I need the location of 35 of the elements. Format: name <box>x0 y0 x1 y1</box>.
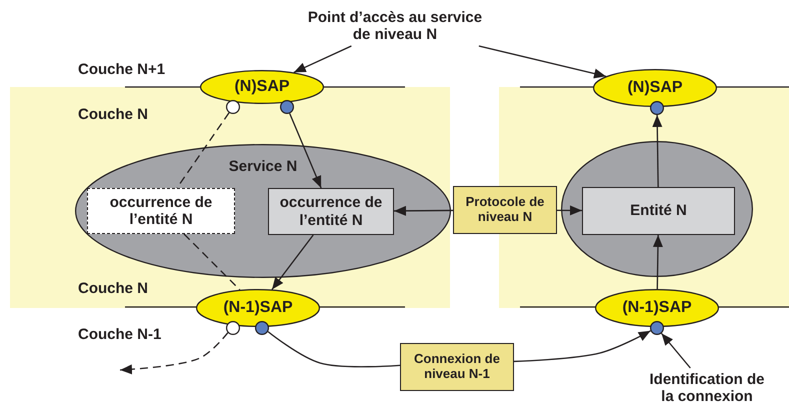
arrow <box>652 234 663 289</box>
arrow <box>660 332 691 368</box>
entity-box <box>582 187 735 235</box>
node-label: occurrence de l’entité N <box>108 194 214 228</box>
entity-box <box>268 188 394 235</box>
node-label: (N-1)SAP <box>223 298 293 318</box>
node-label: Service N <box>228 158 298 176</box>
node-label: Connexion de niveau N-1 <box>413 352 501 382</box>
node-label: Identification de la connexion <box>648 370 766 406</box>
node-label: occurrence de l’entité N <box>278 194 384 229</box>
arrow <box>120 332 228 374</box>
protocol-box <box>453 186 557 234</box>
node-label: Point d’accès au service de niveau N <box>306 8 484 44</box>
layer-label: Couche N <box>78 106 148 123</box>
node-label: (N-1)SAP <box>622 298 692 318</box>
arrow <box>289 113 322 188</box>
dashed-entity-box <box>87 188 235 234</box>
arrow <box>514 330 651 362</box>
node-label: Entité N <box>630 202 687 220</box>
layer-label: Couche N-1 <box>78 326 162 343</box>
node-label: (N)SAP <box>627 78 683 98</box>
arrow <box>294 45 352 73</box>
arrow <box>652 114 662 187</box>
connector-line <box>268 331 400 368</box>
node-label: Protocole de niveau N <box>464 195 546 225</box>
connection-box <box>400 343 514 391</box>
connector-line <box>184 234 240 290</box>
layer-label: Couche N <box>78 280 148 297</box>
layer-label: Couche N+1 <box>78 61 166 78</box>
connector-line <box>176 112 230 188</box>
arrow <box>557 205 582 216</box>
arrow <box>394 206 453 216</box>
arrow <box>271 234 314 290</box>
node-label: (N)SAP <box>234 78 290 96</box>
arrow <box>478 45 606 78</box>
